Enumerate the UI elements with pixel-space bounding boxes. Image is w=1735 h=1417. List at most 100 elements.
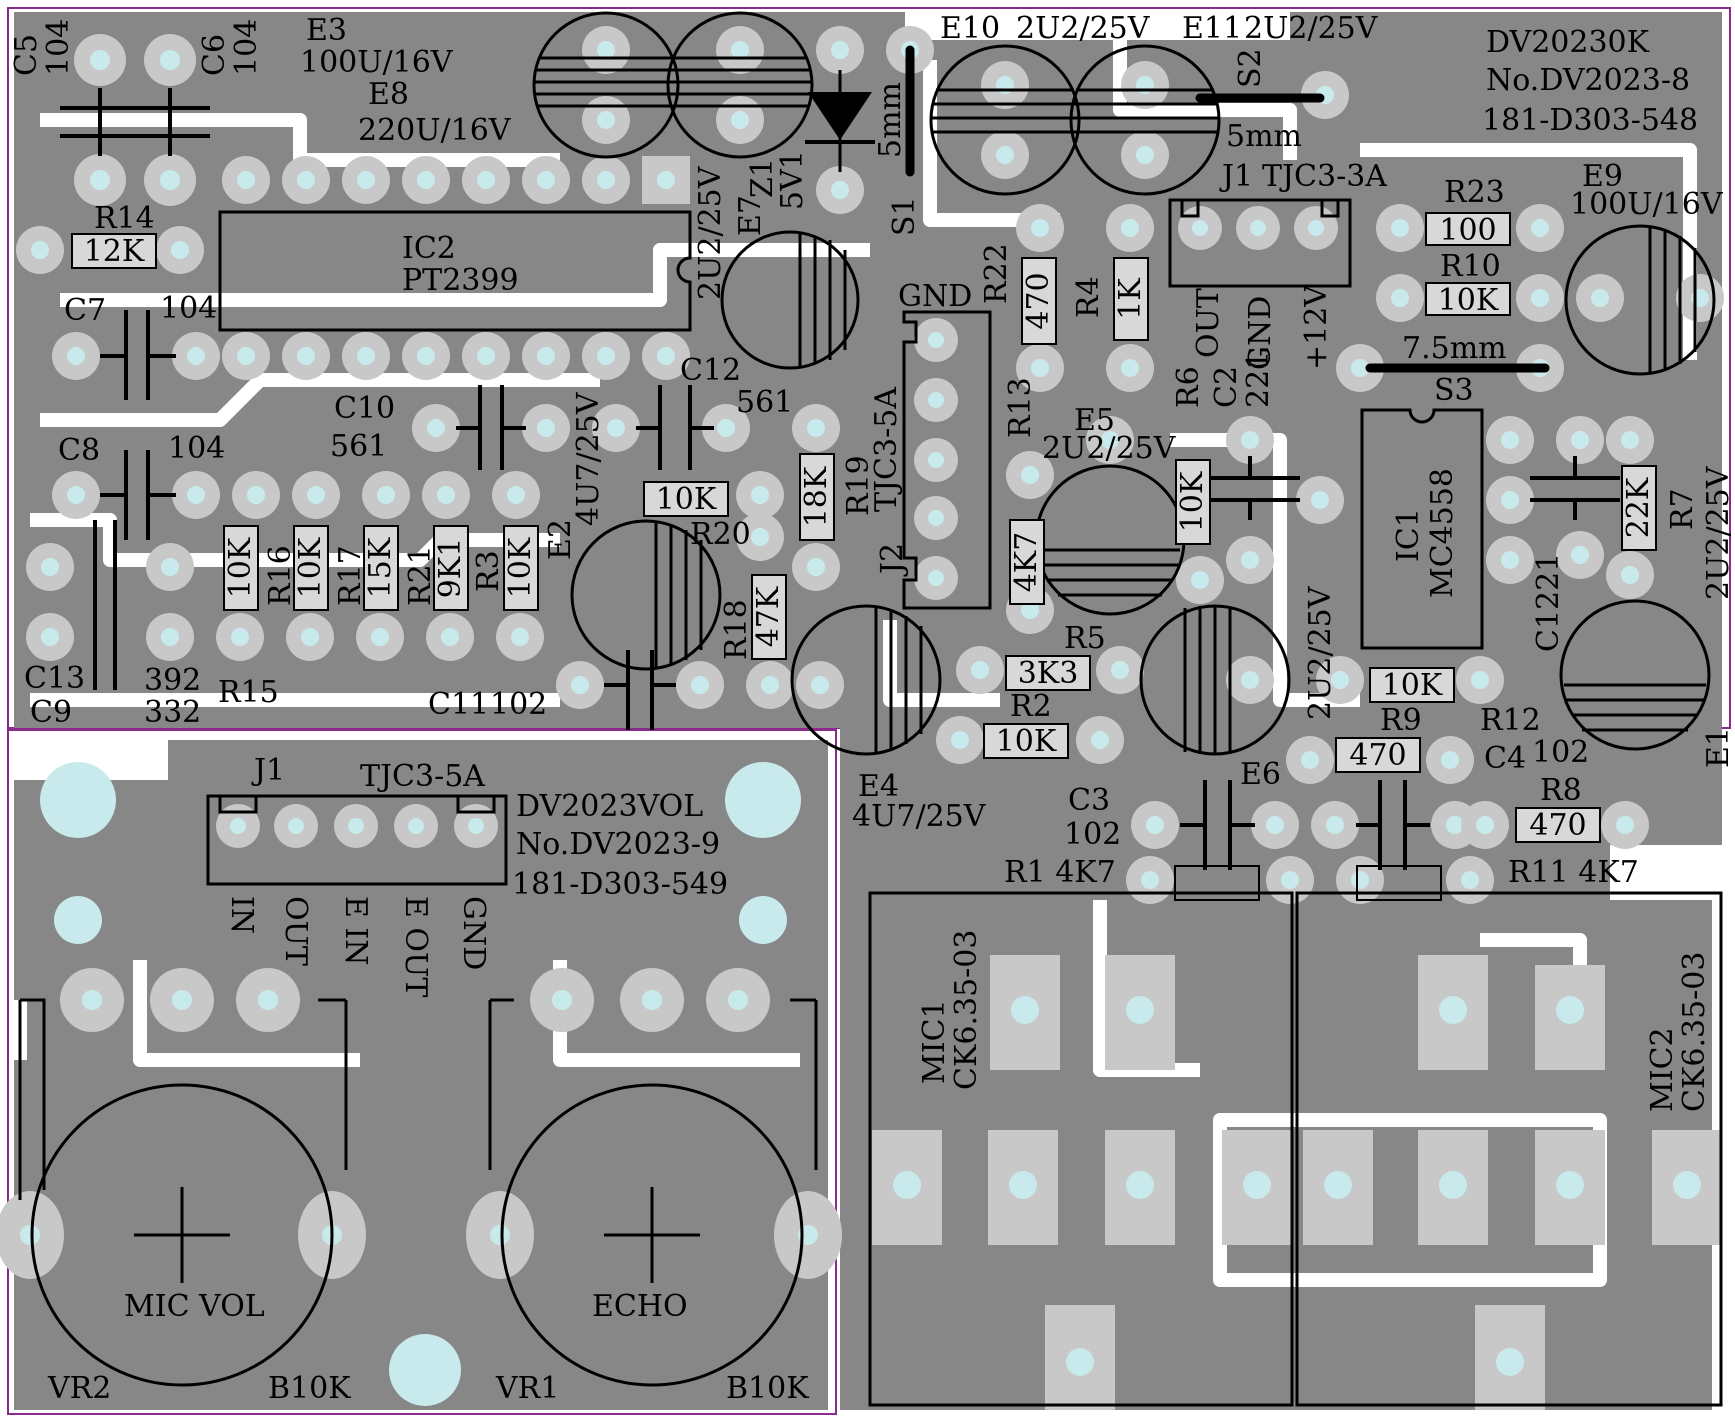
label-e4-value: 4U7/25V xyxy=(852,799,987,834)
resistor-r7: 22K xyxy=(1621,465,1657,551)
label-e1-value: 2U2/25V xyxy=(1701,465,1735,600)
board-main-id-1: DV20230K xyxy=(1486,25,1650,60)
label-pin-gnd: GND xyxy=(456,896,491,970)
label-c1: C1 xyxy=(1531,610,1566,652)
pad xyxy=(16,26,1724,904)
label-c3-value: 102 xyxy=(1064,817,1121,852)
label-r12-value: 102 xyxy=(1532,735,1589,770)
r3-value: 10K xyxy=(503,537,538,598)
label-mic-vol: MIC VOL xyxy=(124,1289,265,1324)
label-c9: C9 xyxy=(30,695,72,730)
resistor-r16a: 10K xyxy=(223,525,259,611)
label-c13: C13 xyxy=(24,661,85,696)
zener-z1 xyxy=(805,70,875,172)
r16-value: 10K xyxy=(293,537,328,598)
label-z1-value: 5V1 xyxy=(775,150,810,210)
label-e10-value: 2U2/25V xyxy=(1016,11,1151,46)
label-e6-value: 2U2/25V xyxy=(1303,585,1338,720)
jack-pads xyxy=(872,955,1722,1410)
label-e3: E3 xyxy=(306,13,347,48)
mounting-holes xyxy=(40,762,801,1406)
pads xyxy=(0,26,1724,1410)
label-s1: S1 xyxy=(887,196,922,236)
r14-value: 12K xyxy=(84,234,145,269)
label-c12-value: 561 xyxy=(736,385,793,420)
r21-value: 9K1 xyxy=(433,538,468,599)
r18-value: 47K xyxy=(751,586,786,647)
resistor-r9a: 10K xyxy=(1369,667,1455,703)
label-r3: R3 xyxy=(471,550,506,592)
label-gnd2: GND xyxy=(1243,296,1278,370)
ic2-pads-bottom xyxy=(222,332,690,380)
label-e7: E7 xyxy=(733,195,768,236)
label-pin-eout: E OUT xyxy=(398,896,433,997)
label-e8-value: 220U/16V xyxy=(358,113,512,148)
label-r12: R12 xyxy=(1480,703,1541,738)
label-mic2-type: CK6.35-03 xyxy=(1677,952,1712,1112)
r7-value: 22K xyxy=(1621,477,1656,538)
label-s2: S2 xyxy=(1233,48,1268,88)
label-c9-value: 332 xyxy=(144,695,201,730)
label-pin-in: IN xyxy=(224,896,259,934)
r19-value: 18K xyxy=(799,466,834,527)
label-j2: J2 xyxy=(875,543,910,577)
board-vol-id-3: 181-D303-549 xyxy=(512,867,728,902)
label-s2-size: 5mm xyxy=(1226,119,1302,154)
label-c6: C6 xyxy=(197,34,232,76)
pad xyxy=(144,154,196,206)
silkscreen xyxy=(18,11,1723,1407)
label-ic1: IC1 xyxy=(1391,508,1426,562)
pad xyxy=(74,34,126,86)
label-r15: R15 xyxy=(218,675,279,710)
board-vol-id-1: DV2023VOL xyxy=(516,789,703,824)
label-j1-bottom: J1 xyxy=(251,753,285,788)
resistor-r17: 15K xyxy=(363,525,399,611)
label-r17: R17 xyxy=(333,545,368,606)
j1-bottom-outline xyxy=(206,794,508,886)
cap-e10 xyxy=(929,44,1081,196)
resistor-r14: 12K xyxy=(71,233,157,269)
vr1-body xyxy=(488,998,818,1387)
label-vr1: VR1 xyxy=(495,1371,559,1406)
r13-value: 4K7 xyxy=(1009,532,1044,593)
label-e5: E5 xyxy=(1074,403,1115,438)
label-r2: R2 xyxy=(1010,689,1052,724)
label-r4: R4 xyxy=(1071,276,1106,318)
label-pin-out: OUT xyxy=(278,896,313,966)
cap-e8 xyxy=(666,11,814,159)
label-s3: S3 xyxy=(1434,373,1474,408)
cap-e2 xyxy=(570,519,722,671)
label-out: OUT xyxy=(1191,288,1226,358)
label-c6-value: 104 xyxy=(229,19,264,76)
resistor-r9: 470 xyxy=(1335,737,1421,773)
ic1-outline xyxy=(1360,408,1484,650)
board-main-id-2: No.DV2023-8 xyxy=(1486,63,1690,98)
label-j1-top-type: TJC3-3A xyxy=(1262,159,1387,194)
resistor-r8: 470 xyxy=(1515,807,1601,843)
label-c5: C5 xyxy=(9,34,44,76)
label-e9: E9 xyxy=(1582,159,1623,194)
resistor-r23: 100 xyxy=(1425,212,1511,248)
label-c2: C2 xyxy=(1209,366,1244,408)
resistor-r5: 3K3 xyxy=(1005,655,1091,691)
label-c10-value: 561 xyxy=(330,429,387,464)
label-c8: C8 xyxy=(58,433,100,468)
label-e2: E2 xyxy=(543,519,578,560)
label-mic2: MIC2 xyxy=(1645,1027,1680,1112)
label-e2-value: 4U7/25V xyxy=(571,391,606,526)
label-r1: R1 4K7 xyxy=(1004,855,1116,890)
r16a-value: 10K xyxy=(223,537,258,598)
label-j1-top: J1 xyxy=(1219,159,1253,194)
ceramic-caps xyxy=(60,88,1620,870)
r5-value: 3K3 xyxy=(1018,656,1079,691)
label-c2-value: 221 xyxy=(1241,351,1276,408)
label-c7: C7 xyxy=(64,293,106,328)
vr-pads xyxy=(0,968,842,1279)
label-r20: R20 xyxy=(690,517,751,552)
label-vr2: VR2 xyxy=(47,1371,111,1406)
label-r14: R14 xyxy=(94,201,155,236)
pad xyxy=(144,34,196,86)
j2-outline xyxy=(902,310,992,610)
r8-value: 470 xyxy=(1529,808,1586,843)
resistor-r13: 4K7 xyxy=(1009,519,1045,605)
